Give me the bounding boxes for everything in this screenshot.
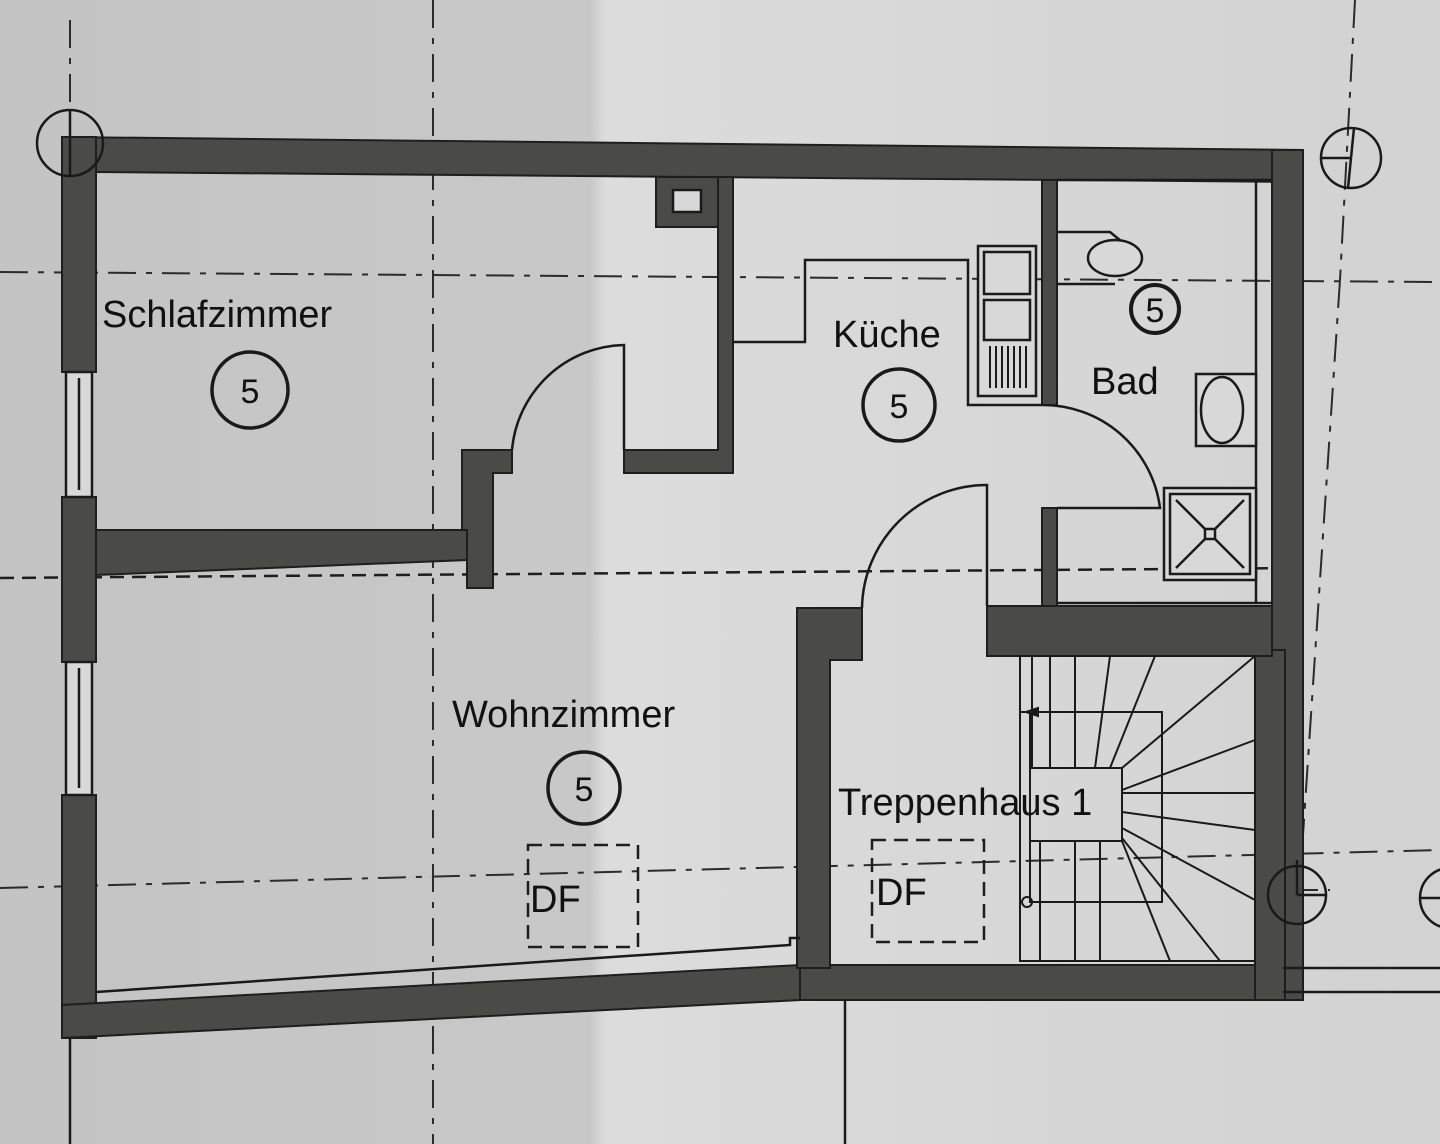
room-label-bad: Bad — [1091, 361, 1159, 403]
marker-circle-icon — [1129, 283, 1181, 335]
room-marker-wohnzimmer: 5 — [575, 771, 594, 809]
room-marker-bad: 5 — [1146, 292, 1165, 330]
toilet-icon — [1086, 238, 1144, 278]
skylight-label-stairwell: DF — [876, 872, 927, 914]
marker-circle-icon — [210, 350, 290, 430]
room-labels: Schlafzimmer 5 Küche 5 Bad 5 Wohnzimmer … — [102, 283, 1181, 921]
grid-markers — [35, 108, 1440, 928]
grid-marker-icon — [1319, 126, 1383, 190]
walls — [61, 135, 1440, 1144]
skylight-living — [526, 843, 640, 949]
staircase — [1019, 655, 1256, 962]
room-label-treppenhaus: Treppenhaus 1 — [838, 782, 1092, 824]
room-label-schlafzimmer: Schlafzimmer — [102, 294, 332, 336]
skylight-label-living: DF — [530, 879, 581, 921]
kitchen-fixtures — [733, 244, 1042, 407]
marker-circle-icon — [861, 367, 937, 443]
room-marker-kueche: 5 — [890, 388, 909, 426]
washbasin-icon — [1199, 375, 1245, 445]
room-label-kueche: Küche — [833, 314, 941, 356]
bath-fixtures — [1057, 230, 1258, 582]
doors — [510, 343, 1162, 609]
room-label-wohnzimmer: Wohnzimmer — [452, 694, 675, 736]
door-stairwell — [860, 483, 989, 609]
room-marker-schlafzimmer: 5 — [241, 373, 260, 411]
door-bath — [1041, 403, 1162, 510]
skylight-stairwell — [870, 838, 986, 944]
door-bedroom — [510, 343, 626, 451]
marker-circle-icon — [546, 750, 622, 826]
